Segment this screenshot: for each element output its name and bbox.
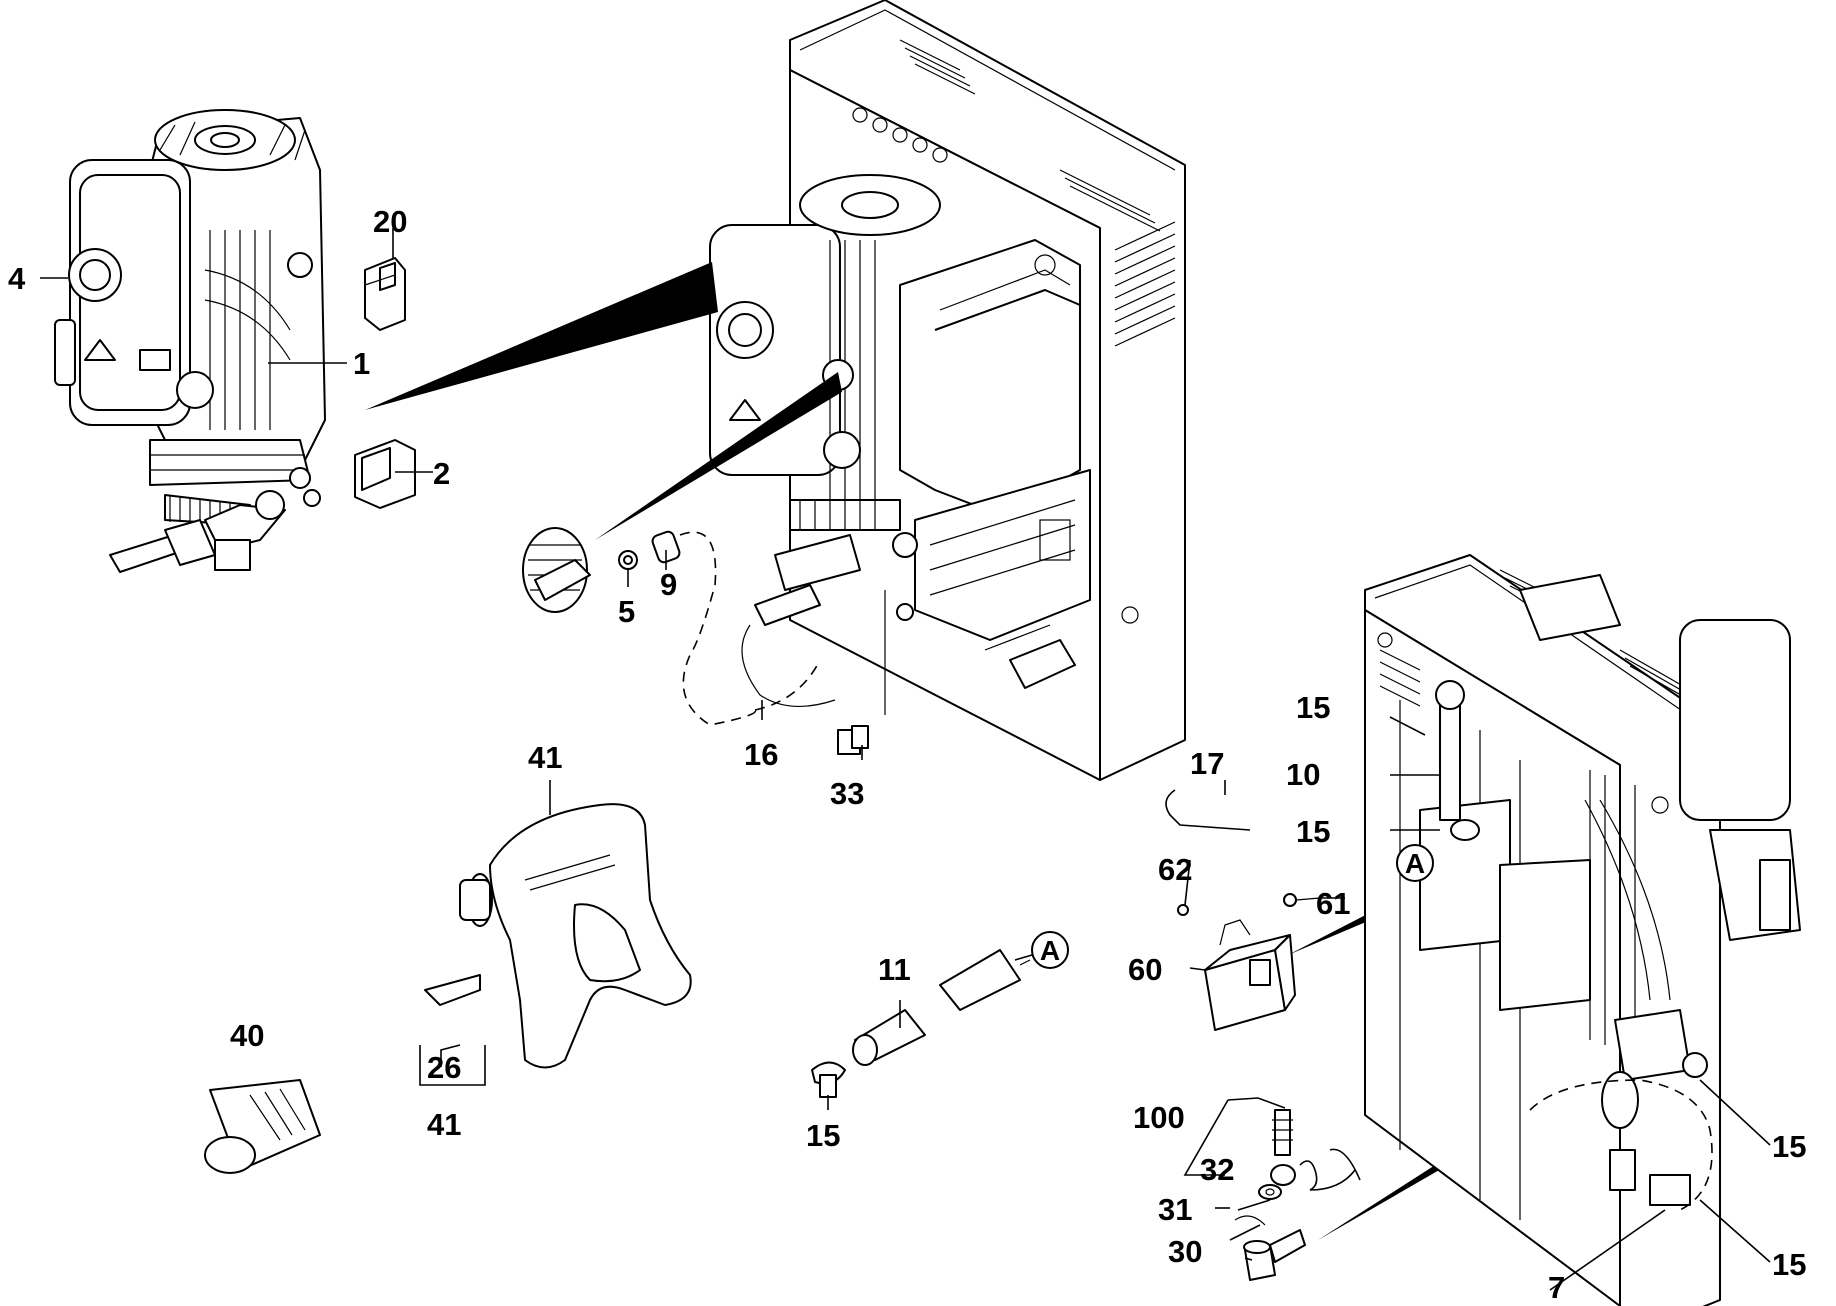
- screw-61: [1283, 893, 1321, 907]
- sensor-subassembly: [1234, 1109, 1361, 1281]
- ref-marker-a-hose: A: [1014, 931, 1069, 969]
- connector-33: [837, 590, 886, 755]
- label-part-17: 17: [1190, 746, 1224, 781]
- label-part-10: 10: [1286, 757, 1320, 792]
- label-part-1: 1: [353, 346, 370, 381]
- hose-11: [811, 949, 1031, 1098]
- label-part-26: 26: [427, 1050, 461, 1085]
- ref-marker-text: A: [1040, 935, 1060, 966]
- label-part-11: 11: [878, 952, 911, 987]
- label-part-15-bottom-right: 15: [1772, 1247, 1806, 1282]
- valve-subassembly: [522, 527, 836, 726]
- main-housing-unit: [709, 0, 1186, 781]
- label-part-31: 31: [1158, 1192, 1192, 1227]
- hose-route-16: [679, 531, 757, 726]
- label-part-62: 62: [1158, 852, 1192, 887]
- label-part-41-gun: 41: [528, 740, 562, 775]
- leader-wedge-pump: [365, 262, 718, 410]
- leader-wedge-valve: [595, 372, 842, 540]
- clip-part-2: [354, 439, 416, 509]
- rear-housing-unit: [1364, 554, 1801, 1306]
- label-part-40: 40: [230, 1018, 264, 1053]
- label-part-15-clamp: 15: [806, 1118, 840, 1153]
- label-part-41-trigger: 41: [427, 1107, 461, 1142]
- nozzle-40: [204, 1079, 321, 1174]
- label-part-15-lower-right: 15: [1772, 1129, 1806, 1164]
- label-part-60: 60: [1128, 952, 1162, 987]
- label-part-20: 20: [373, 204, 407, 239]
- label-part-15-middle: 15: [1296, 814, 1330, 849]
- label-part-2: 2: [433, 456, 450, 491]
- label-part-15-upper: 15: [1296, 690, 1330, 725]
- part-labels: 4 1 2 20 5 9 16 33 41 26 41 40 11 15 17 …: [8, 204, 1806, 1305]
- label-part-7: 7: [1548, 1270, 1565, 1305]
- label-part-61: 61: [1316, 886, 1350, 921]
- pump-module-1: [54, 109, 326, 573]
- clip-part-20: [364, 257, 406, 331]
- label-part-16: 16: [744, 737, 778, 772]
- nut-62: [1177, 904, 1189, 916]
- spray-gun-41: [424, 803, 692, 1069]
- box-60: [1204, 919, 1296, 1031]
- label-part-100: 100: [1133, 1100, 1185, 1135]
- label-part-4: 4: [8, 261, 26, 296]
- label-part-33: 33: [830, 776, 864, 811]
- label-part-9: 9: [660, 567, 677, 602]
- clip-17: [1165, 789, 1251, 831]
- leader-lines: [40, 228, 1771, 1291]
- ref-marker-a-housing: A: [1396, 844, 1434, 882]
- label-part-30: 30: [1168, 1234, 1202, 1269]
- label-part-32: 32: [1200, 1152, 1234, 1187]
- ref-marker-text: A: [1405, 848, 1425, 879]
- label-part-5: 5: [618, 594, 635, 629]
